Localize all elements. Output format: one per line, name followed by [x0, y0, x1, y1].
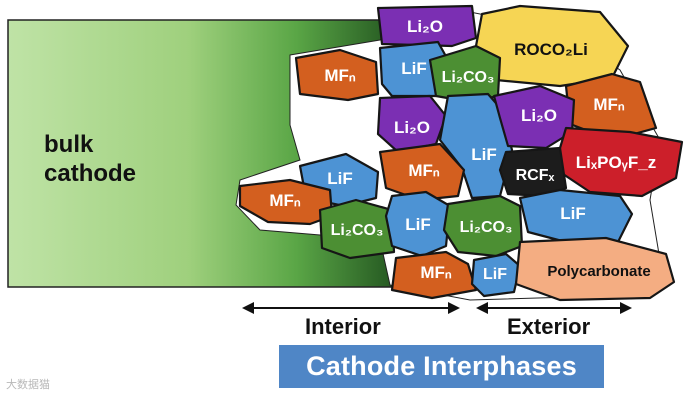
grain-label-mfn-4: MFₙ — [269, 191, 301, 210]
grain-label-lif-1: LiF — [401, 59, 427, 78]
grain-label-polycarbonate: Polycarbonate — [547, 263, 650, 280]
exterior-arrow — [476, 302, 632, 314]
grain-label-lif-3: LiF — [483, 266, 507, 283]
grain-label-li2co3-3: Li₂CO₃ — [460, 219, 513, 236]
grain-label-li2co3-2: Li₂CO₃ — [331, 222, 384, 239]
grain-li2co3-3: Li₂CO₃ — [444, 196, 522, 256]
grain-label-mfn-5: MFₙ — [420, 263, 452, 282]
grain-lif-right: LiF — [520, 190, 632, 242]
grain-label-lif-left: LiF — [327, 169, 353, 188]
grain-li2o-top: Li₂O — [378, 6, 476, 46]
grain-label-mfn-1: MFₙ — [324, 66, 356, 85]
watermark: 大数据猫 — [6, 376, 50, 392]
grain-lif-2: LiF — [386, 192, 450, 256]
grain-li2co3-2: Li₂CO₃ — [320, 200, 394, 258]
grain-label-li2co3-1: Li₂CO₃ — [442, 69, 495, 86]
grain-label-li2o-right: Li₂O — [521, 106, 557, 125]
diagram-title: Cathode Interphases — [279, 345, 604, 388]
grain-mfn-1: MFₙ — [296, 50, 378, 100]
grain-lif-3: LiF — [472, 254, 520, 296]
grain-label-li2o-mid: Li₂O — [394, 118, 430, 137]
grain-label-roco2li: ROCO₂Li — [514, 40, 588, 59]
grain-label-lif-center: LiF — [471, 145, 497, 164]
grain-label-rcfx: RCFₓ — [516, 167, 555, 184]
grain-label-lif-2: LiF — [405, 215, 431, 234]
grain-rcfx: RCFₓ — [500, 148, 566, 196]
interior-label: Interior — [305, 314, 381, 339]
exterior-label: Exterior — [507, 314, 591, 339]
bulk-label-line-1: bulk — [44, 131, 94, 158]
grain-label-li2o-top: Li₂O — [407, 17, 443, 36]
grain-label-mfn-3: MFₙ — [408, 161, 440, 180]
interior-arrow — [242, 302, 460, 314]
grain-label-lixpoyfz: LiₓPOᵧF_z — [576, 153, 656, 172]
grain-label-mfn-2: MFₙ — [593, 95, 625, 114]
bulk-label-line-2: cathode — [44, 160, 136, 187]
grain-label-lif-right: LiF — [560, 204, 586, 223]
